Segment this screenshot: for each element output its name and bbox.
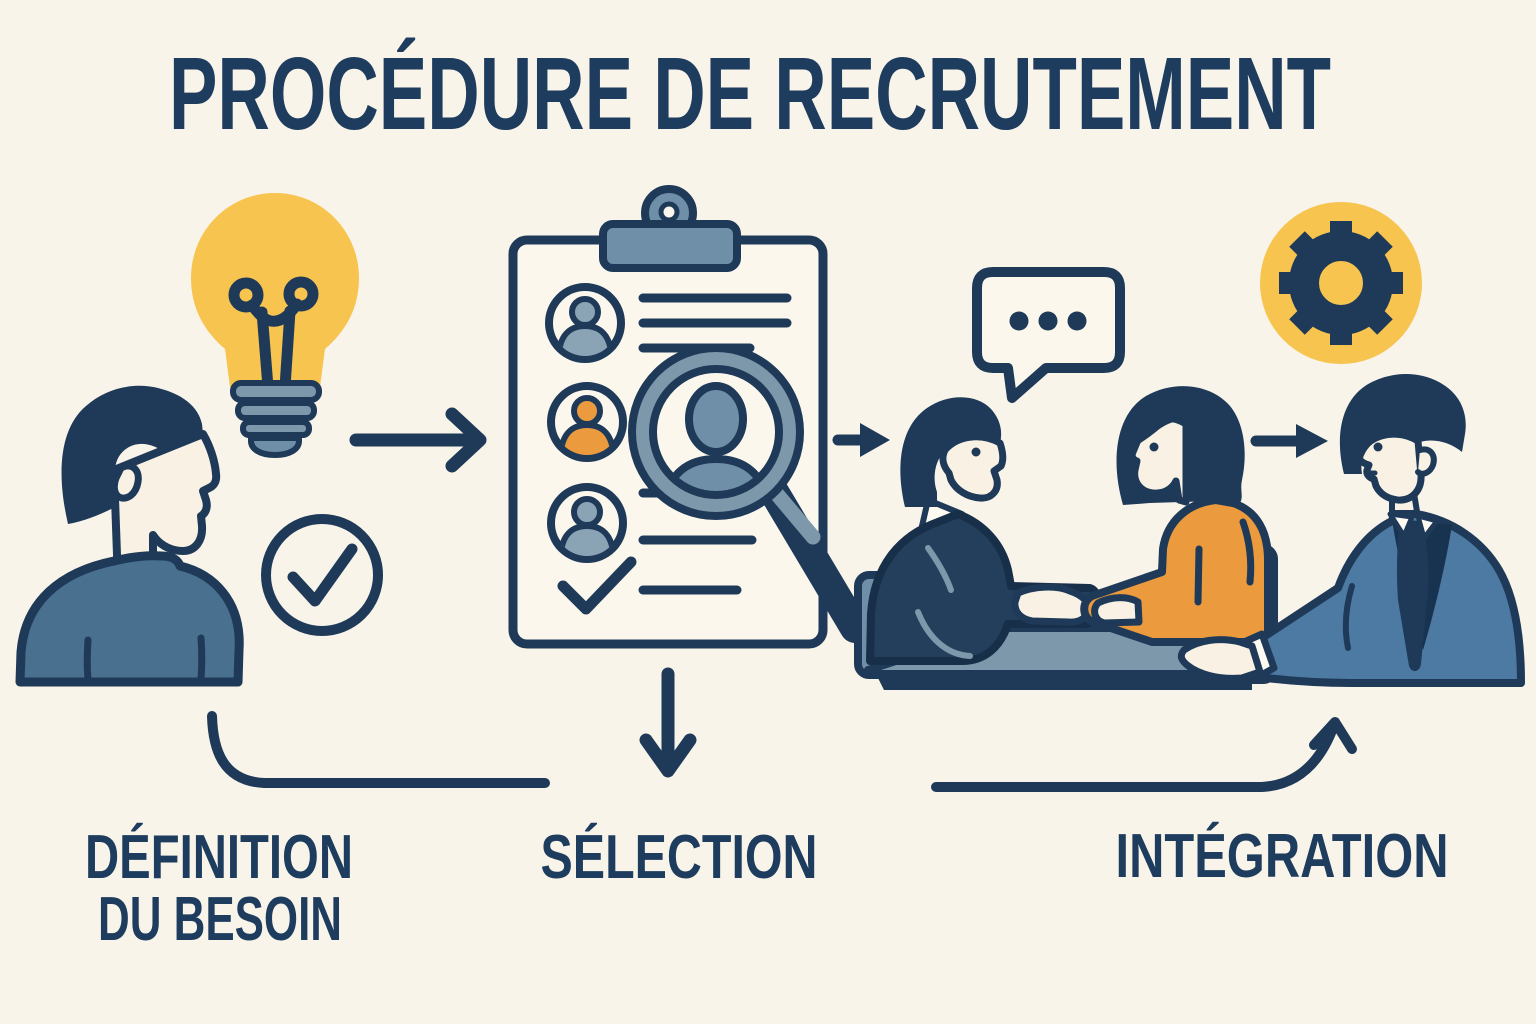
- manager-collar: [1387, 511, 1415, 539]
- label-selection: SÉLECTION: [541, 823, 818, 892]
- candidate-avatar: [545, 283, 625, 363]
- check-circle-icon: [261, 514, 383, 636]
- connector-shaft: [931, 723, 1338, 792]
- check-circle: [261, 514, 383, 636]
- candidate-silhouette-head: [685, 382, 747, 456]
- arrow-down-icon: [639, 667, 697, 778]
- candidate-avatar-highlighted: [547, 382, 627, 462]
- candidate-avatar: [547, 483, 627, 563]
- shirt: [15, 551, 244, 687]
- avatar-head: [571, 395, 603, 427]
- manager-collar: [1415, 513, 1440, 541]
- hair: [61, 385, 203, 524]
- manager-ear: [1415, 446, 1437, 477]
- step-definition: [15, 193, 383, 687]
- filament-curl: [228, 277, 264, 313]
- bulb-tip: [248, 435, 302, 458]
- magnifier-handle-grip: [768, 485, 821, 545]
- clipboard-clip: [599, 220, 741, 272]
- person-profile: [15, 385, 244, 687]
- manager-tie: [1396, 520, 1429, 672]
- label-definition-line1: DÉFINITION: [85, 823, 353, 892]
- woman-hair-bangs: [1125, 393, 1224, 452]
- arrow-head: [445, 407, 487, 473]
- interview-handshake-scene: [854, 267, 1278, 690]
- arrow-right-icon: [349, 407, 487, 473]
- bubble: [972, 267, 1125, 403]
- page-title: PROCÉDURE DE RECRUTEMENT: [169, 36, 1331, 151]
- interviewer-hair: [900, 397, 1002, 507]
- manager: [1177, 374, 1525, 687]
- sweater-crease: [1239, 518, 1255, 586]
- magnifier-ring-inner-edge: [649, 365, 783, 499]
- ellipsis-dot: [1009, 311, 1029, 331]
- bulb-glass: [191, 193, 359, 387]
- arrow-head: [1296, 424, 1328, 458]
- ear: [110, 462, 142, 502]
- gear-body: [1289, 231, 1393, 335]
- candidate-list: [545, 283, 792, 615]
- gear-icon: [1260, 202, 1422, 364]
- manager-eye: [1373, 442, 1383, 452]
- bulb-base: [240, 419, 312, 438]
- magnifier-icon: [628, 344, 870, 643]
- interviewer-hand: [1011, 583, 1092, 626]
- shirt-crease: [197, 634, 206, 683]
- sweater-crease: [1194, 545, 1203, 606]
- checkmark-icon: [557, 556, 637, 615]
- suit-highlight: [925, 545, 954, 593]
- step-selection: [508, 185, 870, 649]
- arrow-head: [639, 733, 697, 778]
- manager-hair: [1339, 374, 1466, 474]
- interviewer: [866, 397, 1102, 665]
- avatar-head: [571, 496, 603, 528]
- filament-leg: [279, 305, 296, 393]
- label-integration: INTÉGRATION: [1116, 822, 1449, 891]
- connector-arrow-head: [1309, 717, 1357, 754]
- lightbulb-icon: [191, 193, 359, 458]
- woman-hand: [1091, 594, 1143, 627]
- connector-curve-up-arrow: [931, 717, 1357, 792]
- filament-leg: [256, 306, 274, 393]
- suit-highlight: [915, 609, 973, 659]
- arrow-right-icon: [832, 423, 890, 457]
- woman-eye: [1149, 442, 1159, 452]
- woman-hair-side: [1198, 414, 1232, 509]
- manager-hand: [1177, 636, 1264, 682]
- bulb-base: [235, 400, 317, 421]
- shirt-crease: [83, 636, 92, 684]
- arrow-head: [860, 423, 890, 457]
- arrow-right-icon: [1250, 424, 1328, 458]
- interviewer-face: [939, 433, 1007, 502]
- magnifier-ring-outer-edge: [628, 344, 804, 520]
- label-definition-line2: DU BESOIN: [98, 885, 342, 954]
- bulb-base: [230, 380, 322, 403]
- ellipsis-dot: [1067, 311, 1087, 331]
- step-integration: [1177, 202, 1525, 687]
- speech-bubble-icon: [972, 267, 1125, 403]
- table-edge: [876, 674, 1252, 690]
- connector-curve-left: [207, 711, 550, 788]
- check-mark: [287, 543, 358, 607]
- candidate-woman: [1080, 386, 1272, 646]
- magnifier-ring: [631, 347, 801, 517]
- avatar-head: [569, 296, 601, 328]
- ellipsis-dot: [1038, 311, 1058, 331]
- clipboard-knob-hole: [658, 201, 680, 223]
- manager-suit: [1252, 510, 1525, 687]
- sleeve-crease: [1342, 583, 1355, 651]
- interviewer-eye: [971, 447, 981, 457]
